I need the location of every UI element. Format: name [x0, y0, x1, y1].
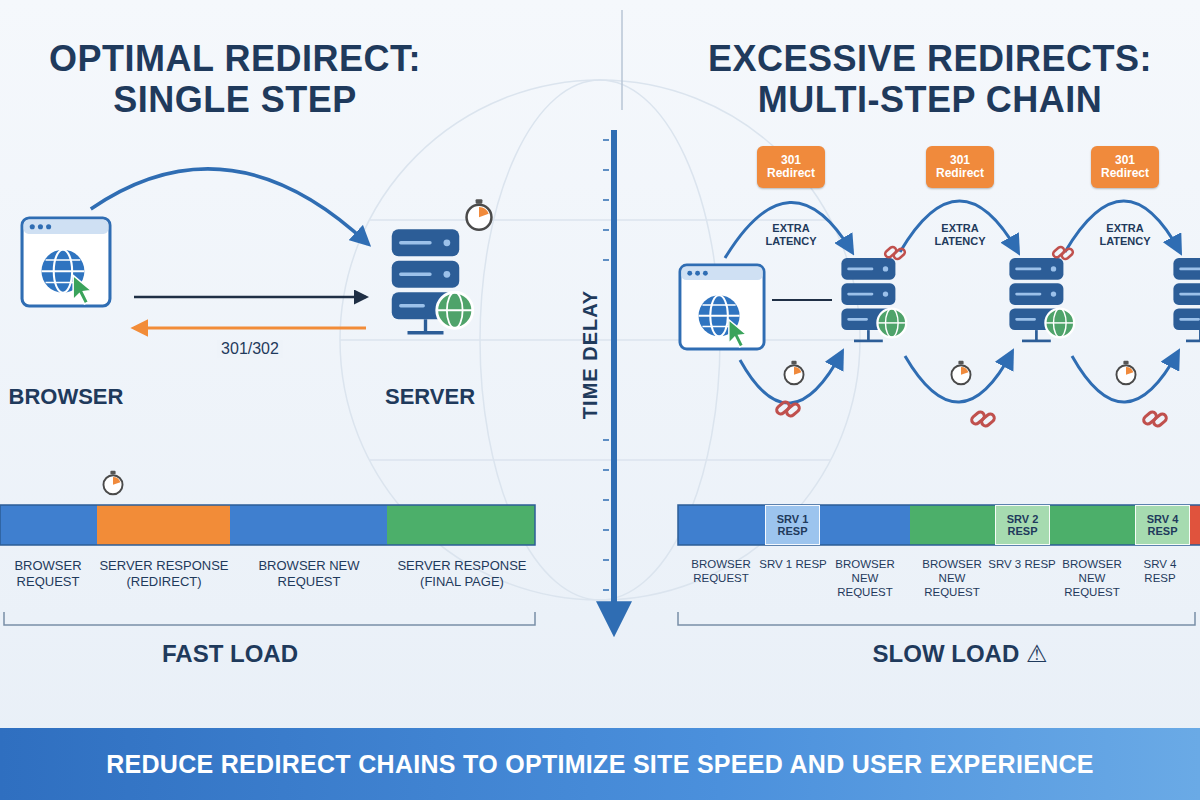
icon-art	[385, 222, 475, 340]
panel-title: OPTIMAL REDIRECT: SINGLE STEP	[0, 38, 470, 121]
drawing-path	[740, 352, 842, 403]
time-ticks	[603, 140, 609, 590]
response-segment: SRV 2 RESP	[995, 505, 1050, 545]
bracket	[4, 612, 535, 625]
caption: REDUCE REDIRECT CHAINS TO OPTIMIZE SITE …	[106, 750, 1094, 779]
timeline-label: SRV 1 RESP	[759, 558, 827, 572]
node-text: SRV 2 RESP	[998, 513, 1047, 537]
redirect-tag: 301 Redirect	[757, 146, 825, 188]
drawing-path	[1065, 201, 1180, 252]
drawing-rect	[910, 505, 995, 545]
timeline-label: BROWSER NEW REQUEST	[1058, 558, 1126, 599]
redirect-connector	[134, 327, 366, 330]
panel-title: EXCESSIVE REDIRECTS: MULTI-STEP CHAIN	[668, 38, 1192, 121]
drawing-rect	[387, 505, 535, 545]
browser-icon	[680, 265, 764, 349]
redirect-tag: 301 Redirect	[1091, 146, 1159, 188]
redirect-connector	[134, 296, 366, 299]
drawing-path	[603, 140, 609, 590]
drawing-rect	[230, 505, 387, 545]
chain-icon	[1142, 410, 1168, 427]
latency-note: EXTRA LATENCY	[922, 222, 998, 247]
redirect-arcs	[725, 201, 1180, 403]
load-verdict: FAST LOAD	[80, 640, 380, 668]
caption-band: REDUCE REDIRECT CHAINS TO OPTIMIZE SITE …	[0, 728, 1200, 800]
response-segment: SRV 1 RESP	[765, 505, 820, 545]
timeline-label: BROWSER NEW REQUEST	[831, 558, 899, 599]
icon-symbol	[392, 229, 473, 333]
request-line	[772, 299, 832, 301]
stopwatch-icon	[784, 361, 803, 384]
stopwatch-icon	[1116, 361, 1135, 384]
chain-icon	[775, 400, 801, 417]
icon-node: BROWSER	[4, 215, 128, 410]
chain-icon	[884, 246, 906, 261]
node-text: SRV 1 RESP	[768, 513, 817, 537]
drawing-rect	[820, 505, 910, 545]
load-verdict: SLOW LOAD ⚠	[810, 640, 1110, 668]
drawing-rect	[678, 505, 765, 545]
timeline-label: SERVER RESPONSE (FINAL PAGE)	[388, 558, 536, 589]
server-icon	[1173, 258, 1200, 341]
drawing-rect	[97, 505, 230, 545]
icon-symbol	[22, 218, 110, 306]
redirect-tag: 301 Redirect	[926, 146, 994, 188]
response-segment: SRV 4 RESP	[1135, 505, 1190, 545]
icon-node: SERVER	[372, 222, 488, 410]
node-text: 301 Redirect	[760, 154, 822, 180]
stopwatch-icon	[951, 361, 970, 384]
time-arrow	[611, 130, 617, 630]
bracket	[678, 612, 1195, 625]
drawing-rect	[0, 505, 535, 545]
timeline-label: BROWSER REQUEST	[2, 558, 94, 589]
timeline-bar-right	[678, 505, 1200, 545]
server-icon	[1009, 258, 1074, 341]
timeline-label: SRV 3 RESP	[988, 558, 1056, 572]
timeline-label: BROWSER REQUEST	[687, 558, 755, 586]
divider	[621, 10, 623, 110]
timeline-bar-left	[0, 505, 535, 545]
drawing-path	[900, 201, 1018, 252]
node-text: SRV 4 RESP	[1138, 513, 1187, 537]
node-label: BROWSER	[4, 384, 128, 410]
node-text: 301 Redirect	[1094, 154, 1156, 180]
stopwatch-icon	[103, 471, 122, 494]
latency-note: EXTRA LATENCY	[753, 222, 829, 247]
drawing-rect	[1050, 505, 1135, 545]
timeline-label: BROWSER NEW REQUEST	[918, 558, 986, 599]
drawing-path	[340, 220, 860, 460]
drawing-rect	[0, 505, 97, 545]
chain-icon	[970, 410, 996, 427]
timeline-label: SRV 4 RESP	[1128, 558, 1192, 586]
node-label: SERVER	[372, 384, 488, 410]
latency-note: EXTRA LATENCY	[1087, 222, 1163, 247]
server-icon	[841, 258, 906, 341]
drawing-rect	[1190, 505, 1200, 545]
drawing-path	[725, 202, 852, 258]
globe-watermark	[340, 80, 860, 600]
node-text: 301 Redirect	[929, 154, 991, 180]
timeline-label: SERVER RESPONSE (REDIRECT)	[98, 558, 230, 589]
redirect-connector	[91, 169, 368, 244]
status-code: 301/302	[217, 340, 283, 358]
axis-label: TIME DELAY	[579, 275, 602, 435]
drawing-path	[1072, 352, 1178, 402]
drawing-rect	[678, 505, 1200, 545]
stopwatch-icon	[467, 199, 492, 230]
icon-art	[20, 215, 112, 309]
chain-icon	[1052, 246, 1074, 261]
drawing-path	[905, 352, 1012, 402]
timeline-label: BROWSER NEW REQUEST	[234, 558, 384, 589]
drawing-circle	[340, 80, 860, 600]
